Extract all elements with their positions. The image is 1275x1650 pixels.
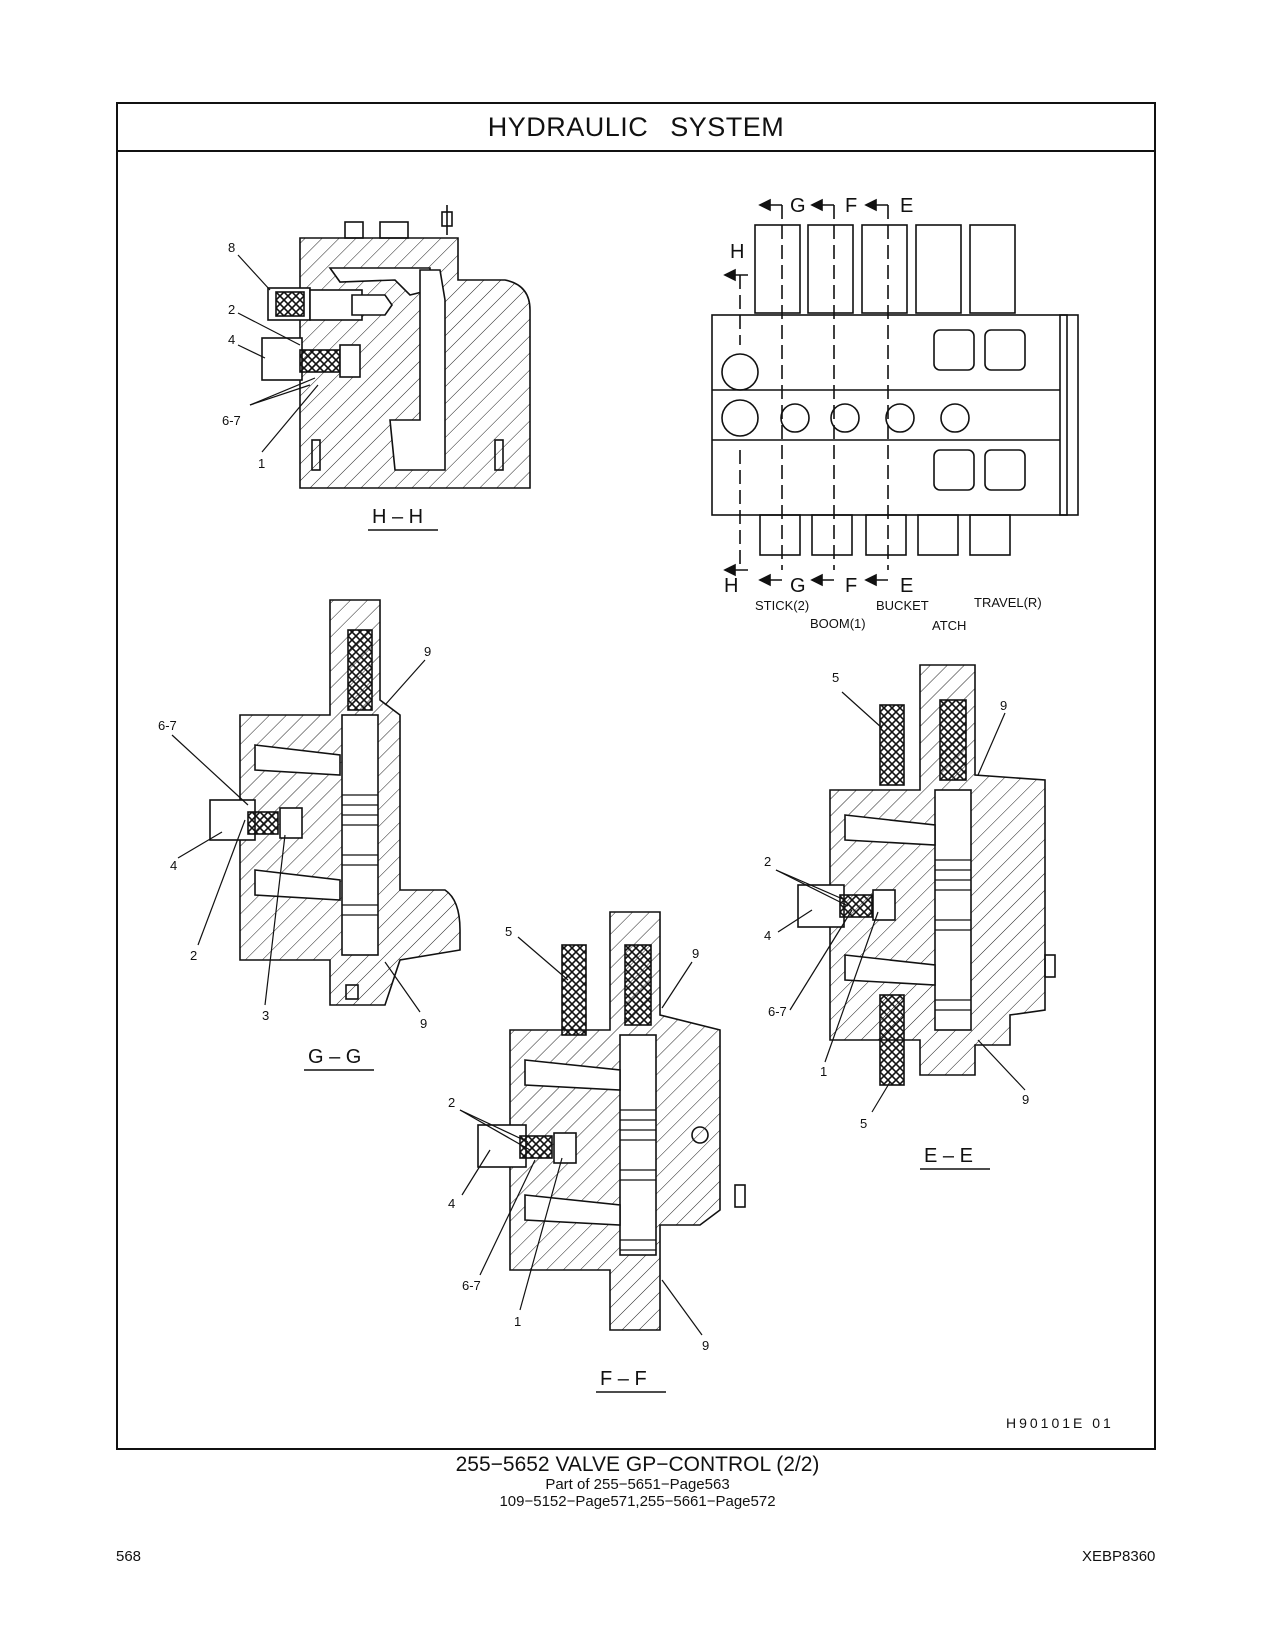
hh-section-title: H – H [372,506,423,528]
ff-label-1: 1 [514,1314,521,1329]
mark-g-top: G [790,195,806,217]
spool-label-stick: STICK(2) [755,598,809,613]
caption-references: 109−5152−Page571,255−5661−Page572 [499,1493,776,1510]
mark-e-top: E [900,195,913,217]
ee-section-title: E – E [924,1145,973,1167]
ee-label-5b: 5 [860,1116,867,1131]
ee-label-4: 4 [764,928,771,943]
gg-label-9b: 9 [420,1016,427,1031]
drawing-frame: HYDRAULIC SYSTEM [116,102,1156,1450]
mark-h-bottom: H [724,575,738,597]
ee-label-2: 2 [764,854,771,869]
mark-f-top: F [845,195,857,217]
page-number: 568 [116,1548,142,1565]
ff-label-6-7: 6-7 [462,1278,481,1293]
hh-label-8: 8 [228,240,235,255]
gg-label-3: 3 [262,1008,269,1023]
title-bar: HYDRAULIC SYSTEM [118,104,1154,152]
ff-label-2: 2 [448,1095,455,1110]
ee-label-1: 1 [820,1064,827,1079]
top-view-section-arrows [723,198,888,587]
top-view [711,205,1079,570]
hh-callouts [237,254,319,453]
gg-callouts [171,659,426,1013]
spool-label-travel: TRAVEL(R) [974,595,1042,610]
hh-label-4: 4 [228,332,235,347]
mark-e-bottom: E [900,575,913,597]
spool-label-atch: ATCH [932,618,966,633]
section-hh [261,205,531,489]
page-title: HYDRAULIC SYSTEM [487,111,785,142]
hh-label-1: 1 [258,456,265,471]
ee-label-9b: 9 [1022,1092,1029,1107]
section-gg [209,599,461,1006]
gg-label-4: 4 [170,858,177,873]
section-ff [477,911,746,1331]
ff-section-title: F – F [600,1368,647,1390]
ff-callouts [459,936,703,1336]
section-ee [797,664,1056,1086]
ff-label-9b: 9 [702,1338,709,1353]
ff-label-9a: 9 [692,946,699,961]
spool-label-boom: BOOM(1) [810,616,866,631]
mark-g-bottom: G [790,575,806,597]
gg-section-title: G – G [308,1046,361,1068]
hh-label-6-7: 6-7 [222,413,241,428]
illustration-reference: H90101E 01 [1006,1415,1114,1431]
caption-part-of: Part of 255−5651−Page563 [545,1476,730,1493]
gg-label-9a: 9 [424,644,431,659]
hh-label-2: 2 [228,302,235,317]
mark-f-bottom: F [845,575,857,597]
ff-label-5: 5 [505,924,512,939]
caption-title: 255−5652 VALVE GP−CONTROL (2/2) [455,1453,820,1476]
gg-label-2: 2 [190,948,197,963]
ee-label-6-7: 6-7 [768,1004,787,1019]
mark-h-top: H [730,241,744,263]
spool-label-bucket: BUCKET [876,598,929,613]
gg-label-6-7: 6-7 [158,718,177,733]
ee-callouts [775,691,1026,1113]
ee-label-9a: 9 [1000,698,1007,713]
document-code: XEBP8360 [1082,1548,1156,1565]
ff-label-4: 4 [448,1196,455,1211]
ee-label-5a: 5 [832,670,839,685]
